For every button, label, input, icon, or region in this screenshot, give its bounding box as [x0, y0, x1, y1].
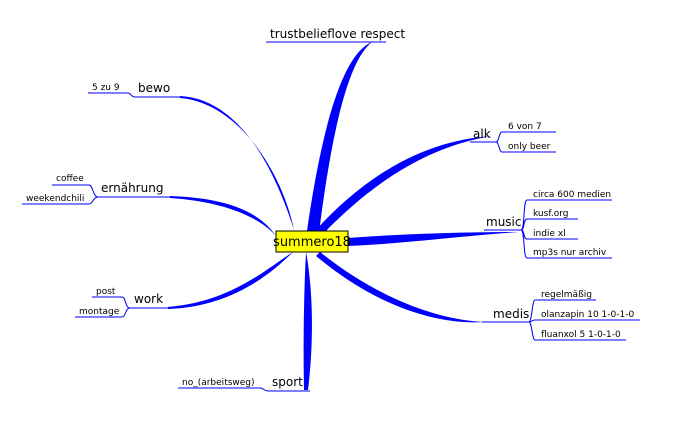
branch-medis-label[interactable]: medis [493, 307, 529, 321]
center-node-box [275, 230, 349, 253]
leaf-music-3[interactable]: mp3s nur archiv [533, 248, 607, 258]
branch-medis-connector [316, 252, 484, 323]
branch-trust-connector [307, 42, 372, 233]
branch-alk-connector [315, 136, 492, 235]
leaf-medis-0[interactable]: regelmäßig [541, 290, 592, 300]
branch-trust-label[interactable]: trustbelieflove respect [270, 27, 405, 41]
leaf-labels: 5 zu 9 coffee weekendchili post montage … [26, 83, 634, 388]
branch-work-label[interactable]: work [134, 292, 163, 306]
leaf-music-2[interactable]: indie xl [533, 229, 566, 239]
leaf-medis-connector [528, 299, 536, 341]
leaf-music-0[interactable]: circa 600 medien [533, 190, 611, 200]
branch-music-label[interactable]: music [486, 215, 521, 229]
leaf-bewo-0[interactable]: 5 zu 9 [92, 83, 120, 93]
branch-sport-label[interactable]: sport [272, 375, 303, 389]
leaf-alk-1[interactable]: only beer [508, 142, 551, 152]
branch-ernaehrung-label[interactable]: ernährung [101, 181, 163, 195]
main-branches [168, 42, 519, 390]
leaf-music-connector [520, 199, 528, 259]
branch-sport-connector [303, 252, 312, 390]
leaf-medis-2[interactable]: fluanxol 5 1-0-1-0 [541, 330, 621, 340]
branch-ernaehrung-connector [170, 196, 276, 236]
branch-bewo-label[interactable]: bewo [138, 81, 170, 95]
leaf-medis-1[interactable]: olanzapin 10 1-0-1-0 [541, 310, 634, 320]
leaf-alk-0[interactable]: 6 von 7 [508, 122, 542, 132]
leaf-alk-connector [495, 131, 503, 153]
leaf-lines [22, 41, 640, 392]
branch-labels: trustbelieflove respect bewo ernährung w… [101, 27, 529, 389]
leaf-bewo-0-connector [127, 92, 136, 98]
leaf-music-1[interactable]: kusf.org [533, 209, 568, 219]
center-node-label: summero18 [273, 235, 351, 250]
leaf-work-1[interactable]: montage [79, 307, 120, 317]
leaf-work-connector [121, 296, 131, 318]
leaf-sport-0-connector [259, 387, 269, 392]
leaf-ernaehrung-1[interactable]: weekendchili [26, 194, 84, 204]
leaf-ernaehrung-0[interactable]: coffee [56, 174, 84, 184]
branch-work-connector [168, 252, 293, 309]
branch-music-connector [348, 232, 519, 246]
branch-alk-label[interactable]: alk [473, 127, 491, 141]
center-node[interactable]: summero18 [273, 230, 351, 253]
leaf-ernaehrung-connector [88, 184, 99, 205]
leaf-sport-0[interactable]: no_(arbeitsweg) [182, 378, 255, 388]
leaf-work-0[interactable]: post [96, 287, 116, 297]
